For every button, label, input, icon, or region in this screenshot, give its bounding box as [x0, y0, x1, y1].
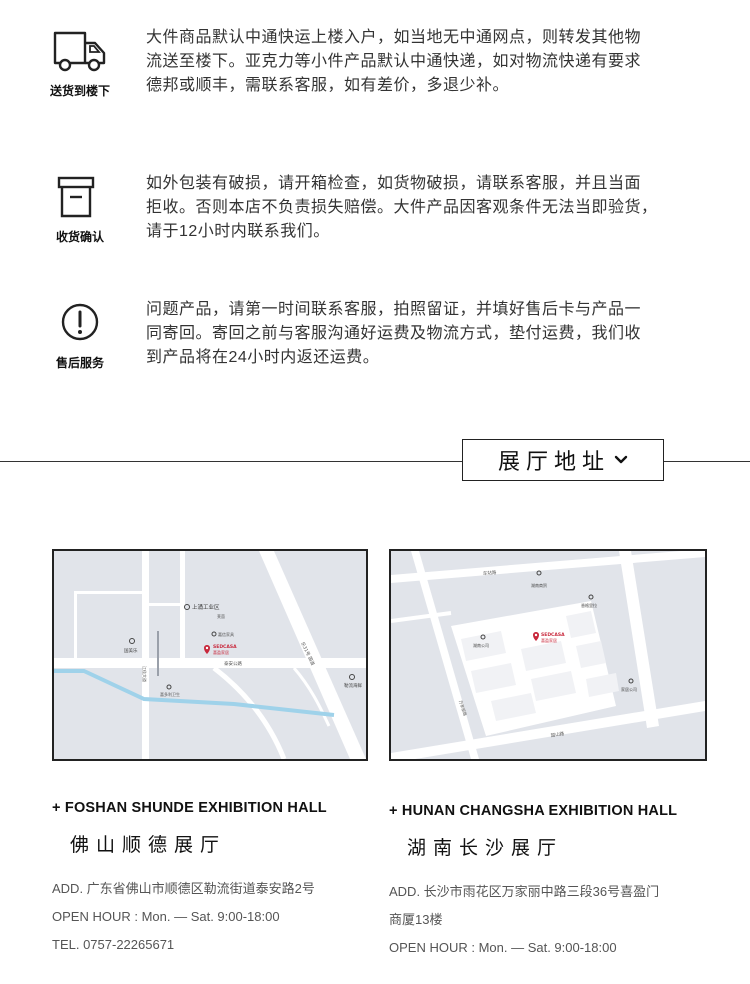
svg-text:SEDCASA: SEDCASA	[541, 632, 565, 638]
svg-text:喜盈家居: 喜盈家居	[213, 649, 229, 655]
hall-hours: OPEN HOUR : Mon. — Sat. 9:00-18:00	[389, 940, 617, 955]
hall-name-cn: 佛山顺德展厅	[70, 835, 227, 856]
hall-tel[interactable]: TEL. 0757-22265671	[52, 937, 175, 952]
policy-label: 收货确认	[55, 230, 104, 244]
svg-text:喜盈家居: 喜盈家居	[541, 637, 557, 643]
svg-text:湖南商贸: 湖南商贸	[531, 582, 547, 588]
policy-receipt: 收货确认 如外包装有破损，请开箱检查，如货物破损，请联系客服，并且当面 拒收。否…	[0, 175, 750, 286]
hall-foshan: + FOSHAN SHUNDE EXHIBITION HALL 佛山顺德展厅 A…	[52, 800, 382, 959]
policy-text: 如外包装有破损，请开箱检查，如货物破损，请联系客服，并且当面 拒收。否则本店不负…	[146, 175, 658, 240]
svg-text:SEDCASA: SEDCASA	[213, 644, 237, 650]
svg-text:湖南公司: 湖南公司	[473, 642, 489, 648]
svg-text:车站路: 车站路	[483, 569, 498, 577]
policy-text: 问题产品，请第一时间联系客服，拍照留证，并填好售后卡与产品一 同寄回。寄回之前与…	[146, 301, 642, 366]
hall-hours: OPEN HOUR : Mon. — Sat. 9:00-18:00	[52, 909, 280, 924]
svg-text:江佳大道: 江佳大道	[142, 666, 148, 682]
delivery-truck-icon	[52, 30, 108, 74]
svg-text:勒流海鲜: 勒流海鲜	[344, 682, 362, 689]
svg-text:上涌工业区: 上涌工业区	[192, 603, 220, 611]
svg-text:莱茵: 莱茵	[217, 613, 225, 619]
section-title: 展厅地址	[497, 450, 610, 475]
changsha-map[interactable]: 车站路 韶山路 万家丽路 湖南商贸 香格里拉 湖南公司 家居公司 SEDCASA…	[389, 549, 707, 761]
svg-text:国美乐: 国美乐	[124, 647, 138, 654]
hall-address: ADD. 长沙市雨花区万家丽中路三段36号喜盈门 商厦13楼	[389, 884, 660, 927]
policy-label: 送货到楼下	[49, 84, 110, 98]
hall-address: ADD. 广东省佛山市顺德区勒流街道泰安路2号	[52, 881, 315, 896]
chevron-down-icon	[614, 455, 628, 464]
divider-right	[664, 461, 750, 462]
hall-changsha: + HUNAN CHANGSHA EXHIBITION HALL 湖南长沙展厅 …	[389, 803, 729, 962]
svg-text:嘉信家具: 嘉信家具	[218, 631, 234, 637]
foshan-map[interactable]: 上涌工业区 嘉信家具 莱茵 国美乐 勒流海鲜 喜多利卫生 泰安公路 乐31号 国…	[52, 549, 368, 761]
svg-text:香格里拉: 香格里拉	[581, 602, 597, 608]
policy-after-sales: 售后服务 问题产品，请第一时间联系客服，拍照留证，并填好售后卡与产品一 同寄回。…	[0, 301, 750, 412]
policy-text: 大件商品默认中通快运上楼入户，如当地无中通网点，则转发其他物 流送至楼下。亚克力…	[146, 29, 642, 94]
policy-label: 售后服务	[55, 356, 104, 370]
hall-name-en: + HUNAN CHANGSHA EXHIBITION HALL	[389, 803, 678, 819]
exclamation-circle-icon	[52, 302, 108, 346]
section-title-box[interactable]: 展厅地址	[462, 439, 664, 481]
svg-text:家居公司: 家居公司	[621, 686, 637, 692]
svg-text:泰安公路: 泰安公路	[224, 660, 242, 667]
hall-name-en: + FOSHAN SHUNDE EXHIBITION HALL	[52, 800, 327, 816]
svg-text:韶山路: 韶山路	[550, 730, 565, 739]
svg-text:万家丽路: 万家丽路	[458, 699, 469, 716]
svg-text:喜多利卫生: 喜多利卫生	[160, 691, 180, 697]
divider-left	[0, 461, 462, 462]
package-box-icon	[52, 176, 108, 220]
hall-name-cn: 湖南长沙展厅	[407, 838, 564, 859]
policy-delivery: 送货到楼下 大件商品默认中通快运上楼入户，如当地无中通网点，则转发其他物 流送至…	[0, 29, 750, 140]
